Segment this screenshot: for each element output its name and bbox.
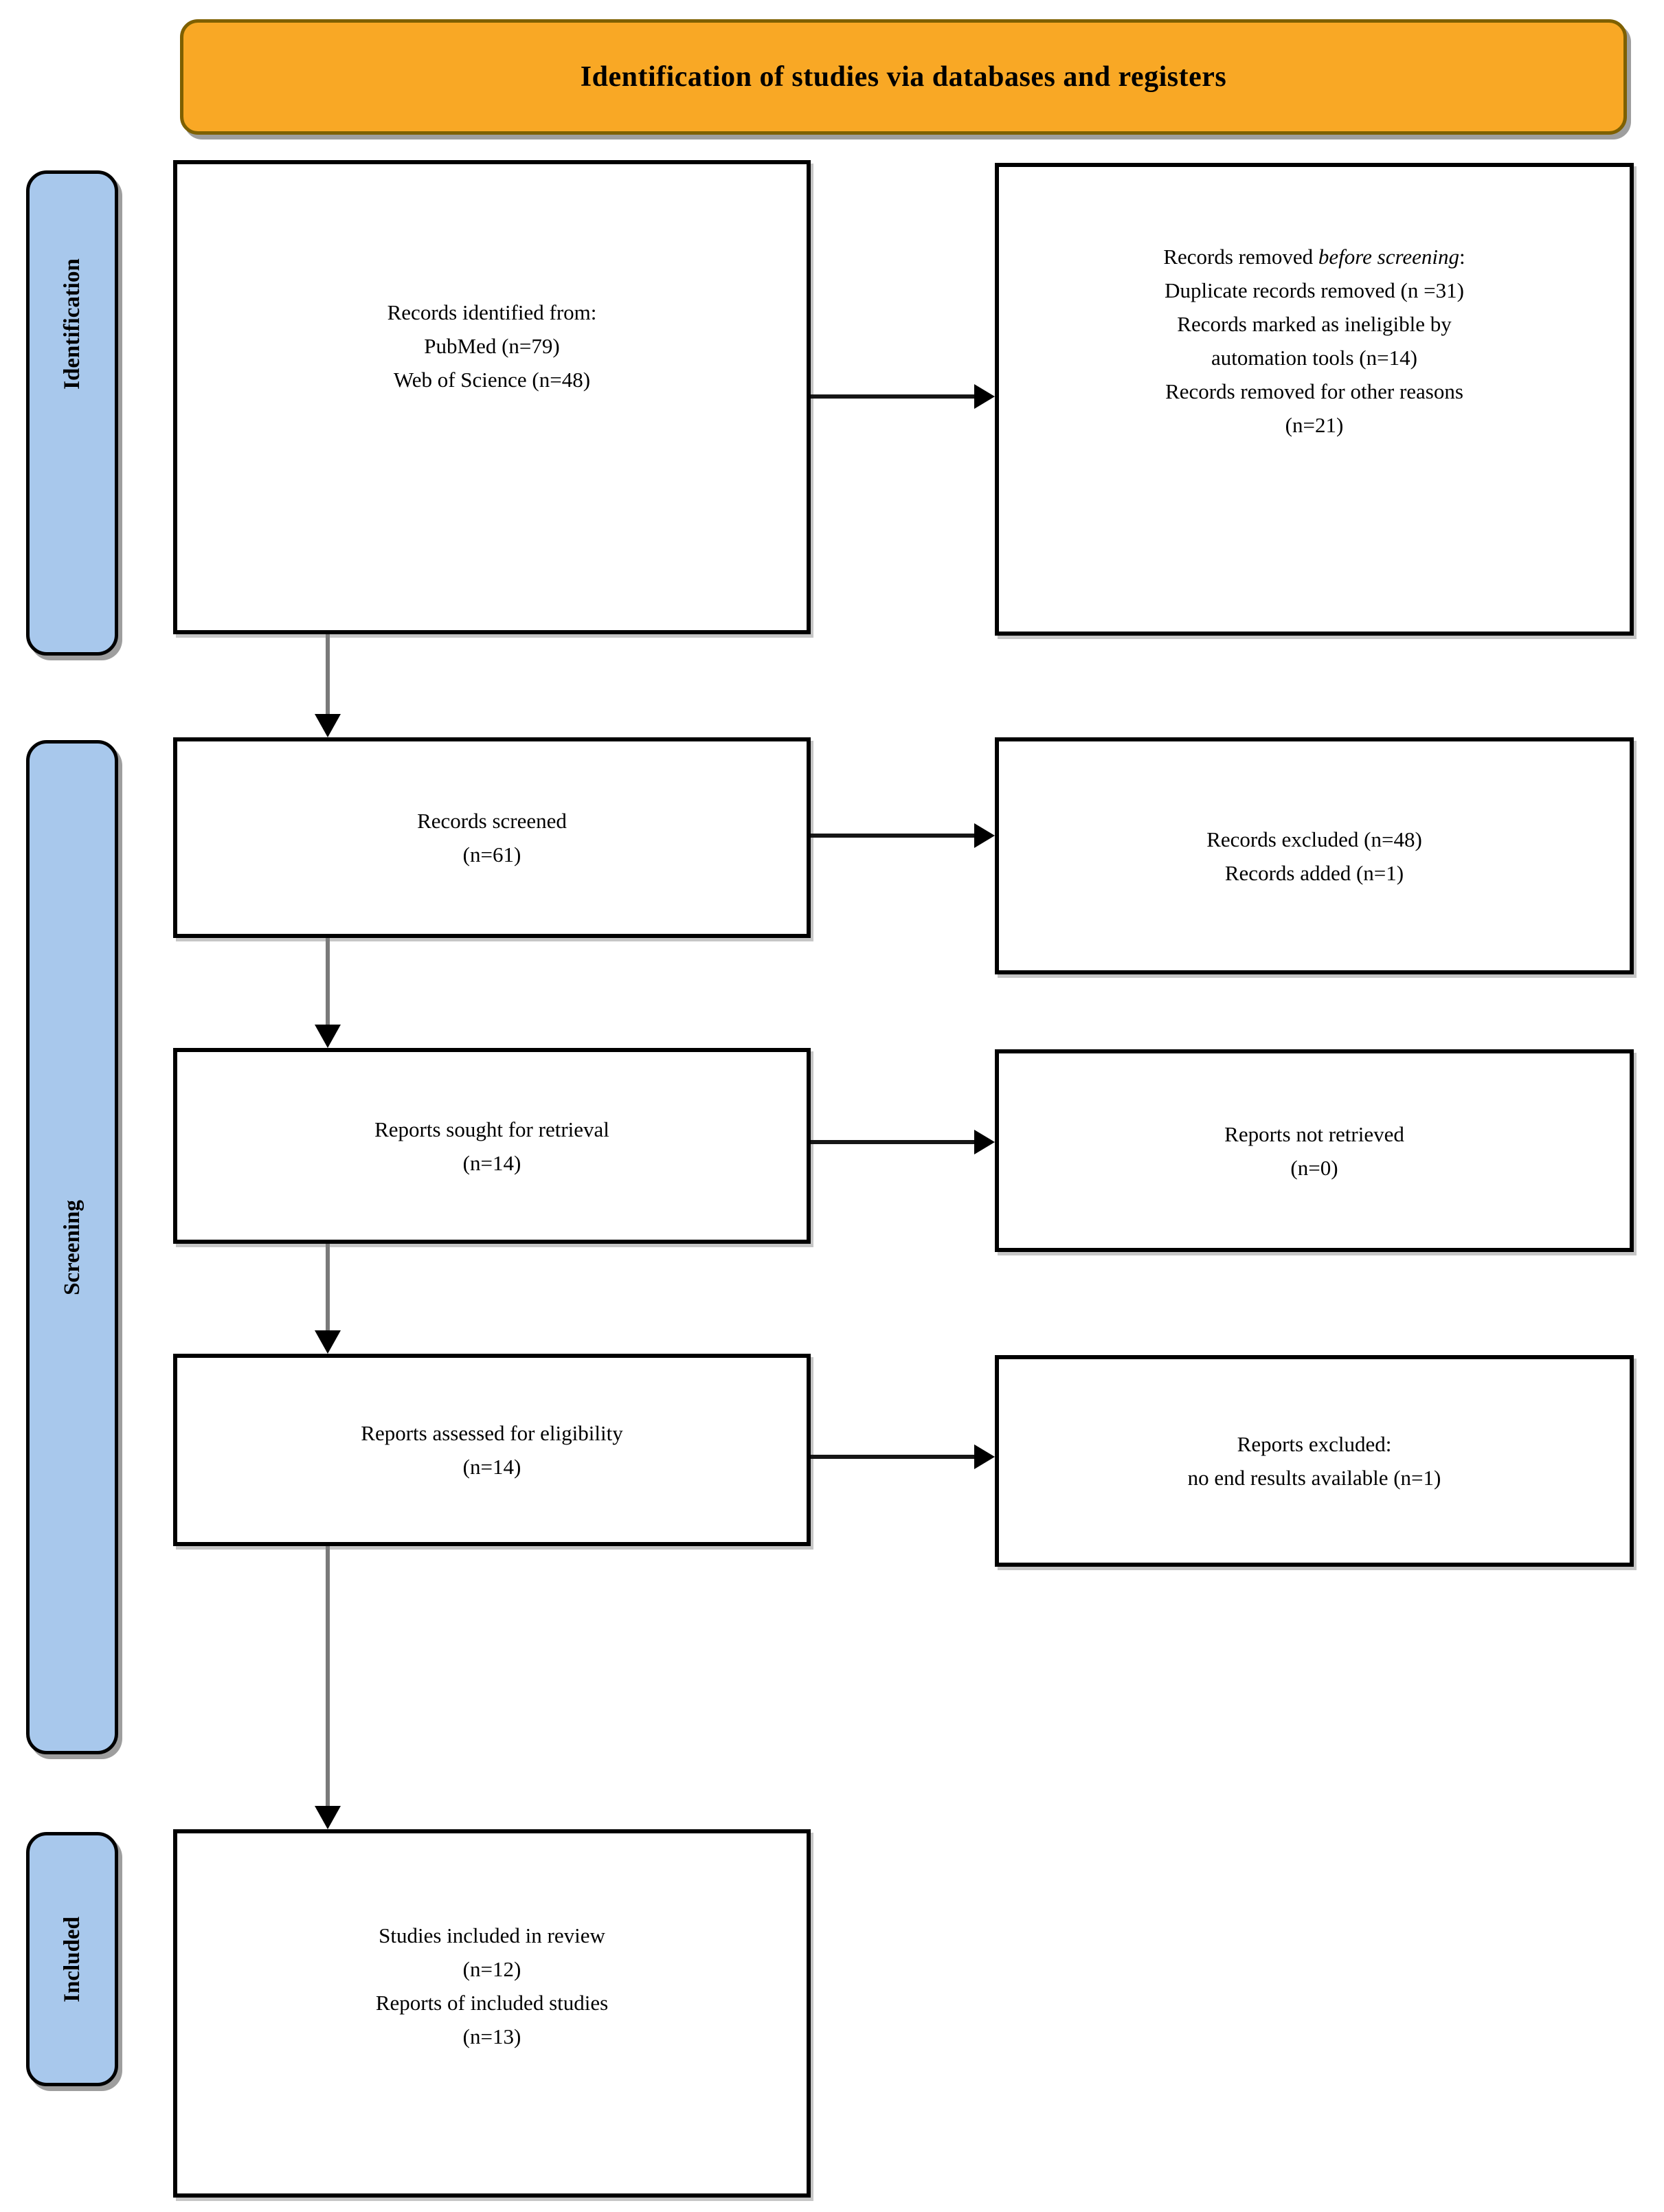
stage-label-included-text: Included <box>59 1916 85 2002</box>
box-reports-assessed: Reports assessed for eligibility (n=14) <box>173 1354 811 1546</box>
banner: Identification of studies via databases … <box>180 19 1627 135</box>
stage-label-identification-text: Identification <box>59 258 85 390</box>
arrow-head <box>974 384 995 409</box>
box-line: Records removed for other reasons <box>1165 379 1463 403</box>
arrow-shaft <box>811 1140 977 1144</box>
arrow-head <box>974 1444 995 1469</box>
banner-title: Identification of studies via databases … <box>580 61 1227 93</box>
arrow-right-icon <box>811 823 995 848</box>
box-line: (n=0) <box>1290 1155 1338 1180</box>
stage-label-identification: Identification <box>26 170 118 656</box>
arrow-head <box>315 714 341 737</box>
box-line: (n=14) <box>462 1455 521 1479</box>
arrow-down-icon <box>314 1546 341 1829</box>
arrow-head <box>315 1025 341 1048</box>
arrow-down-icon <box>314 634 341 737</box>
arrow-right-icon <box>811 384 995 409</box>
arrow-head <box>974 1130 995 1154</box>
box-line: (n=21) <box>1285 413 1344 437</box>
box-line: Records marked as ineligible by <box>1177 312 1452 336</box>
box-line: PubMed (n=79) <box>424 333 560 358</box>
box-reports-excluded: Reports excluded: no end results availab… <box>995 1355 1634 1567</box>
box-line: Reports assessed for eligibility <box>361 1421 623 1445</box>
arrow-head <box>315 1806 341 1829</box>
box-line: Duplicate records removed (n =31) <box>1165 278 1464 302</box>
box-line: Reports sought for retrieval <box>374 1117 609 1141</box>
stage-label-screening: Screening <box>26 740 118 1754</box>
box-records-screened: Records screened (n=61) <box>173 737 811 938</box>
stage-label-included: Included <box>26 1832 118 2086</box>
arrow-head <box>315 1330 341 1354</box>
stage-label-screening-text: Screening <box>59 1199 85 1295</box>
box-line: Records identified from: <box>387 300 597 324</box>
arrow-right-icon <box>811 1130 995 1154</box>
box-line: Web of Science (n=48) <box>393 367 591 392</box>
arrow-down-icon <box>314 1244 341 1354</box>
box-line: Reports not retrieved <box>1224 1121 1404 1146</box>
arrow-head <box>974 823 995 848</box>
arrow-shaft <box>811 834 977 838</box>
box-line: Records added (n=1) <box>1224 860 1404 885</box>
box-line: (n=12) <box>462 1957 521 1981</box>
box-line: (n=13) <box>462 2024 521 2048</box>
arrow-shaft <box>326 1546 330 1809</box>
box-line: automation tools (n=14) <box>1211 346 1417 370</box>
box-records-removed: Records removed before screening: Duplic… <box>995 163 1634 636</box>
box-line: (n=14) <box>462 1150 521 1175</box>
box-line-italic-text: before screening <box>1318 245 1460 269</box>
box-reports-sought: Reports sought for retrieval (n=14) <box>173 1048 811 1244</box>
box-line: Studies included in review <box>379 1923 605 1947</box>
box-line: Reports excluded: <box>1237 1432 1392 1456</box>
box-records-excluded: Records excluded (n=48) Records added (n… <box>995 737 1634 974</box>
arrow-down-icon <box>314 938 341 1048</box>
arrow-shaft <box>326 1244 330 1333</box>
box-line-text: Records removed <box>1163 245 1318 269</box>
arrow-shaft <box>326 938 330 1027</box>
box-line: no end results available (n=1) <box>1187 1466 1441 1490</box>
arrow-shaft <box>811 1455 977 1459</box>
box-line: Records removed before screening: <box>1163 240 1465 273</box>
box-line: Records excluded (n=48) <box>1206 827 1422 851</box>
box-studies-included: Studies included in review (n=12) Report… <box>173 1829 811 2198</box>
box-reports-not-retrieved: Reports not retrieved (n=0) <box>995 1049 1634 1252</box>
box-records-identified: Records identified from: PubMed (n=79) W… <box>173 160 811 634</box>
arrow-shaft <box>811 394 977 399</box>
box-line-text: : <box>1459 245 1465 269</box>
box-line: Records screened <box>417 809 567 833</box>
arrow-right-icon <box>811 1444 995 1469</box>
box-line: (n=61) <box>462 842 521 867</box>
box-line: Reports of included studies <box>375 1991 609 2015</box>
arrow-shaft <box>326 634 330 717</box>
